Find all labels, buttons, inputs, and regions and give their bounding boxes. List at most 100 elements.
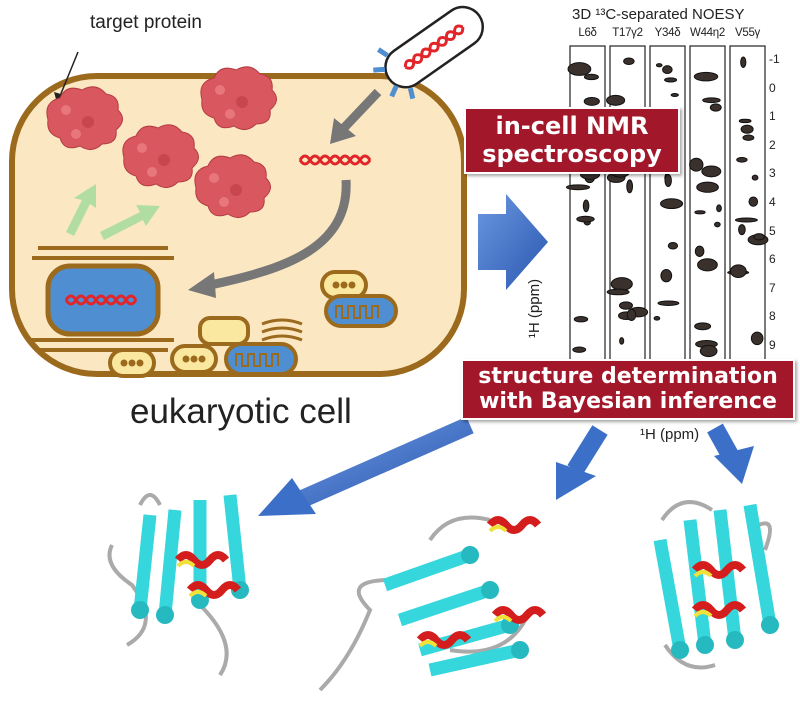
strand-arrowhead — [511, 641, 529, 659]
noe-peak — [606, 288, 630, 296]
noe-peak — [623, 57, 635, 66]
noe-peak — [751, 174, 759, 181]
noe-peak — [714, 221, 721, 228]
blue-arrow-icon — [707, 423, 738, 460]
helix-face — [693, 610, 713, 618]
structure-label-line: structure determination — [478, 364, 778, 389]
strip-label: Y34δ — [654, 27, 681, 39]
noe-peak — [696, 181, 719, 193]
strand-arrowhead — [761, 616, 779, 634]
golgi — [198, 316, 250, 346]
noe-peak — [664, 173, 672, 187]
helix-face — [176, 560, 196, 568]
noe-peak — [694, 210, 706, 215]
translation-arrow-icon — [100, 205, 160, 240]
noe-peak — [697, 258, 718, 272]
strip-label: V55γ — [734, 27, 760, 39]
helix-face — [488, 525, 508, 533]
vesicle-icon — [108, 348, 156, 378]
y-tick-label: 0 — [769, 80, 776, 95]
y-tick-label: 1 — [769, 109, 776, 124]
noe-peak — [582, 199, 590, 213]
noe-peak — [750, 331, 764, 346]
helix-face — [188, 590, 208, 598]
nmr-label: in-cell NMR spectroscopy — [464, 107, 680, 175]
noe-peak — [694, 245, 705, 257]
noe-peak — [740, 124, 754, 134]
noe-peak — [572, 346, 587, 353]
alpha-helix — [691, 601, 747, 619]
beta-strand — [223, 494, 247, 591]
gray-arrow-icon — [338, 88, 382, 134]
noe-peak — [573, 316, 589, 323]
noe-peak — [667, 241, 679, 250]
spectrum-strip — [729, 45, 766, 363]
y-tick-label: 6 — [769, 252, 776, 267]
plasmid-vector — [373, 5, 485, 100]
noe-peak — [670, 92, 679, 97]
spectrum-x-axis-label: ¹H (ppm) — [640, 426, 700, 443]
alpha-helix — [491, 606, 547, 624]
eukaryotic-cell-label: eukaryotic cell — [130, 392, 352, 431]
mitochondrion-icon — [224, 342, 298, 376]
gray-arrow-icon — [209, 179, 351, 290]
helix-face — [693, 570, 713, 578]
strand-arrowhead — [726, 631, 744, 649]
noe-peak — [689, 157, 704, 172]
y-tick-label: 7 — [769, 280, 776, 295]
noe-peak — [567, 62, 592, 76]
noe-peak — [729, 264, 747, 279]
vesicle-icon — [170, 344, 218, 374]
strand-arrowhead — [481, 581, 499, 599]
noe-peak — [606, 94, 626, 106]
alpha-helix — [486, 516, 542, 534]
noe-peak — [738, 118, 752, 124]
noe-peak — [662, 65, 673, 75]
y-tick-label: 9 — [769, 338, 776, 352]
nmr-label-line: spectroscopy — [482, 139, 662, 168]
nmr-label-line: in-cell NMR — [495, 112, 649, 140]
beta-strand — [133, 514, 157, 611]
beta-strand — [382, 548, 473, 592]
noe-peak — [565, 184, 591, 191]
noe-peak — [610, 277, 633, 291]
noe-peak — [740, 56, 747, 68]
alpha-helix — [174, 551, 230, 569]
strand-arrowhead — [696, 636, 714, 654]
noe-peak — [653, 315, 661, 321]
y-tick-label: 2 — [769, 137, 776, 152]
noe-peak — [618, 301, 633, 310]
beta-strand — [653, 538, 687, 652]
noe-peak — [694, 322, 712, 331]
noe-peak — [742, 134, 755, 141]
spectrum-y-axis-label: ¹H (ppm) — [526, 278, 544, 339]
y-tick-label: 5 — [769, 223, 776, 238]
helix-face — [493, 615, 513, 623]
target-pointer-arrow — [59, 51, 79, 97]
alpha-helix — [186, 581, 242, 599]
noe-peak — [626, 308, 637, 322]
target-protein-label: target protein — [90, 12, 202, 33]
structure-label: structure determination with Bayesian in… — [461, 359, 795, 420]
strand-arrowhead — [671, 641, 689, 659]
spectrum-title: 3D ¹³C-separated NOESY — [572, 6, 745, 23]
beta-strand — [158, 509, 182, 616]
noe-peak — [748, 196, 759, 207]
y-tick-label: 8 — [769, 309, 776, 324]
alpha-helix — [691, 561, 747, 579]
strand-arrowhead — [156, 606, 174, 624]
strand-arrowhead — [131, 601, 149, 619]
beta-strand — [683, 519, 712, 646]
noe-peak — [734, 217, 758, 223]
noe-peak — [753, 233, 765, 241]
strip-label: T17γ2 — [612, 27, 643, 39]
blue-arrow-icon — [567, 425, 608, 475]
noe-peak — [660, 269, 673, 283]
strip-label: W44η2 — [690, 27, 725, 39]
noe-peak — [709, 103, 722, 112]
noe-peak — [583, 96, 600, 106]
noe-peak — [702, 97, 721, 104]
noe-peak — [699, 344, 718, 358]
blue-arrow-icon — [296, 416, 474, 509]
